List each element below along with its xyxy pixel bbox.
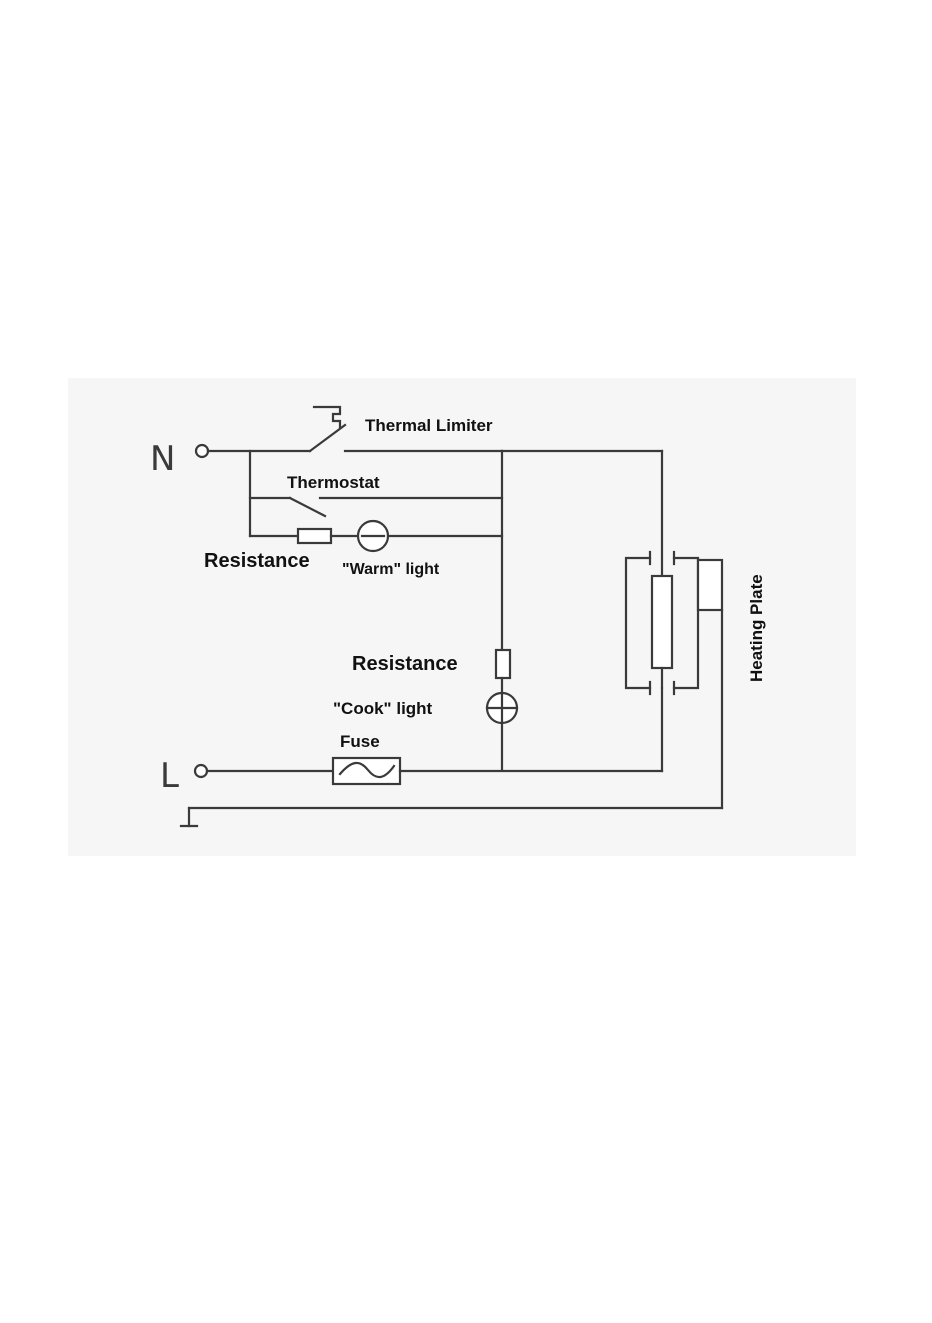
neutral-terminal [196, 445, 208, 457]
cook-light [487, 693, 517, 723]
warm-light-label: "Warm" light [342, 561, 440, 578]
warm-light [358, 521, 388, 551]
fuse [333, 758, 400, 784]
warm-resistance-label: Resistance [204, 550, 310, 572]
live-terminal-label: L [160, 756, 179, 796]
diagram-panel [68, 378, 856, 856]
thermal-limiter-label: Thermal Limiter [365, 416, 493, 435]
cook-resistance [496, 650, 510, 678]
live-terminal [195, 765, 207, 777]
heating-plate-label: Heating Plate [747, 574, 766, 682]
thermostat-label: Thermostat [287, 473, 380, 492]
cook-resistance-label: Resistance [352, 653, 458, 675]
neutral-terminal-label: N [150, 439, 175, 479]
heating-plate [698, 560, 722, 610]
warm-resistance [298, 529, 331, 543]
fuse-label: Fuse [340, 732, 380, 751]
cook-light-label: "Cook" light [333, 699, 433, 718]
